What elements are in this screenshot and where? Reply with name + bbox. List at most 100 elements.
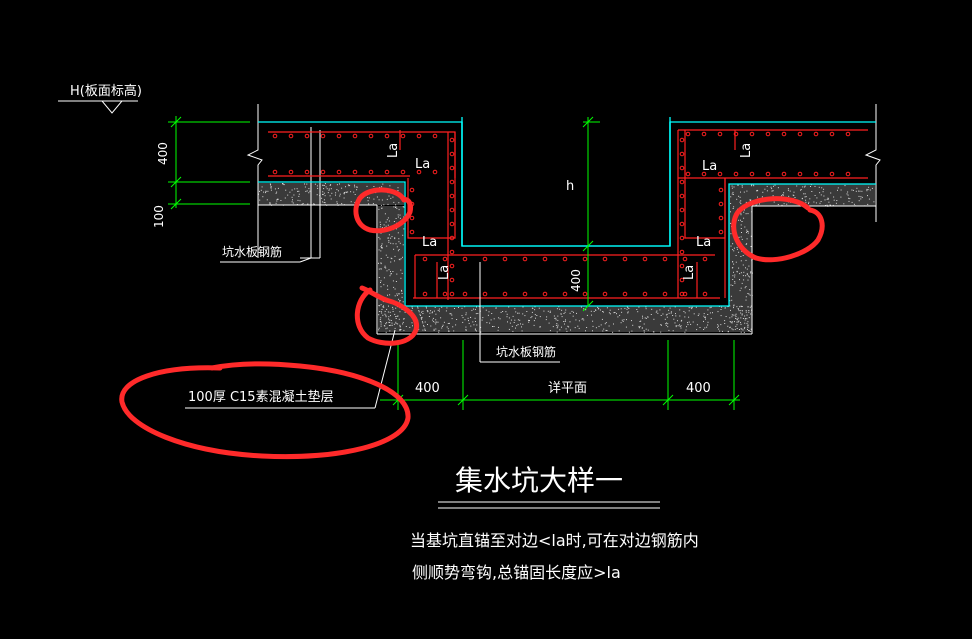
rebar-dot [682, 291, 688, 297]
rebar-dot [642, 256, 648, 262]
rebar-lines [268, 129, 868, 300]
rebar-dots [272, 131, 851, 297]
rebar-dot [462, 256, 468, 262]
elevation-marker: H(板面标高) [58, 83, 142, 114]
rebar-dot [422, 256, 428, 262]
markup-ellipse-cushion [119, 361, 411, 460]
callout-cushion: 100厚 C15素混凝土垫层 [188, 389, 334, 405]
rebar-dot [679, 263, 685, 269]
rebar-dot [449, 151, 455, 157]
note-line-1: 当基坑直锚至对边<la时,可在对边钢筋内 [410, 531, 699, 550]
rebar-dot [432, 169, 438, 175]
structure-outline [246, 104, 881, 335]
rebar-dot [442, 256, 448, 262]
rebar-dot [718, 187, 724, 193]
dim-pit-h: h [566, 179, 574, 194]
dim-pit-400: 400 [569, 269, 583, 292]
rebar-dot [462, 291, 468, 297]
rebar-dot [336, 169, 342, 175]
rebar-dot [718, 215, 724, 221]
rebar-dot [679, 193, 685, 199]
rebar-dot [542, 256, 548, 262]
markup-circle-bottom-corner [354, 285, 420, 346]
rebar-dot [797, 131, 803, 137]
rebar-dot [304, 133, 310, 139]
la-label: La [437, 265, 452, 280]
rebar-dot [432, 133, 438, 139]
rebar-dot [702, 256, 708, 262]
rebar-dot [336, 133, 342, 139]
rebar-dot [717, 131, 723, 137]
rebar-dot [701, 131, 707, 137]
rebar-dot [679, 151, 685, 157]
rebar-dot [829, 171, 835, 177]
la-labels: La La La La La La La La [386, 143, 754, 280]
rebar-dot [449, 137, 455, 143]
rebar-dot [522, 291, 528, 297]
rebar-dot [449, 235, 455, 241]
rebar-dot [368, 133, 374, 139]
rebar-dot [749, 171, 755, 177]
rebar-dot [701, 171, 707, 177]
left-dimension-chain [168, 116, 250, 210]
rebar-dot [562, 291, 568, 297]
la-label: La [422, 235, 437, 250]
rebar-dot [582, 291, 588, 297]
rebar-dot [384, 133, 390, 139]
la-label: La [386, 143, 401, 158]
rebar-dot [679, 165, 685, 171]
rebar-dot [679, 207, 685, 213]
rebar-dot [765, 131, 771, 137]
rebar-dot [482, 291, 488, 297]
rebar-dot [442, 291, 448, 297]
rebar-dot [679, 277, 685, 283]
rebar-dot [679, 221, 685, 227]
rebar-dot [602, 256, 608, 262]
rebar-dot [718, 229, 724, 235]
rebar-dot [845, 171, 851, 177]
rebar-dot [288, 133, 294, 139]
rebar-dot [409, 187, 415, 193]
la-label: La [415, 157, 430, 172]
dim-bottom-right: 400 [686, 381, 711, 396]
leaders [185, 257, 560, 409]
dim-bottom-left: 400 [415, 381, 440, 396]
rebar-dot [400, 169, 406, 175]
markup-circle-left-corner [353, 187, 413, 234]
rebar-dot [368, 169, 374, 175]
rebar-dot [781, 171, 787, 177]
rebar-dot [829, 131, 835, 137]
cushion-layer [258, 183, 875, 333]
red-markup [119, 187, 825, 460]
rebar-dot [602, 291, 608, 297]
rebar-dot [449, 179, 455, 185]
dim-bottom-mid: 详平面 [548, 381, 587, 396]
rebar-dot [482, 256, 488, 262]
la-label: La [702, 159, 717, 174]
rebar-dot [685, 171, 691, 177]
rebar-dot [562, 256, 568, 262]
rebar-dot [449, 221, 455, 227]
rebar-dot [449, 277, 455, 283]
rebar-dot [272, 133, 278, 139]
rebar-dot [797, 171, 803, 177]
pit-dimensions [380, 116, 740, 410]
rebar-dot [502, 256, 508, 262]
rebar-dot [352, 133, 358, 139]
rebar-dot [416, 169, 422, 175]
rebar-dot [422, 291, 428, 297]
rebar-dot [288, 169, 294, 175]
rebar-dot [679, 249, 685, 255]
rebar-dot [717, 171, 723, 177]
rebar-dot [642, 291, 648, 297]
rebar-dot [682, 256, 688, 262]
callout-pit-slab-rebar-left: 坑水板钢筋 [222, 244, 282, 259]
rebar-dot [781, 131, 787, 137]
rebar-dot [449, 249, 455, 255]
rebar-dot [622, 256, 628, 262]
rebar-dot [733, 131, 739, 137]
rebar-dot [522, 256, 528, 262]
la-label: La [696, 235, 711, 250]
note-line-2: 侧顺势弯钩,总锚固长度应>la [412, 563, 621, 582]
